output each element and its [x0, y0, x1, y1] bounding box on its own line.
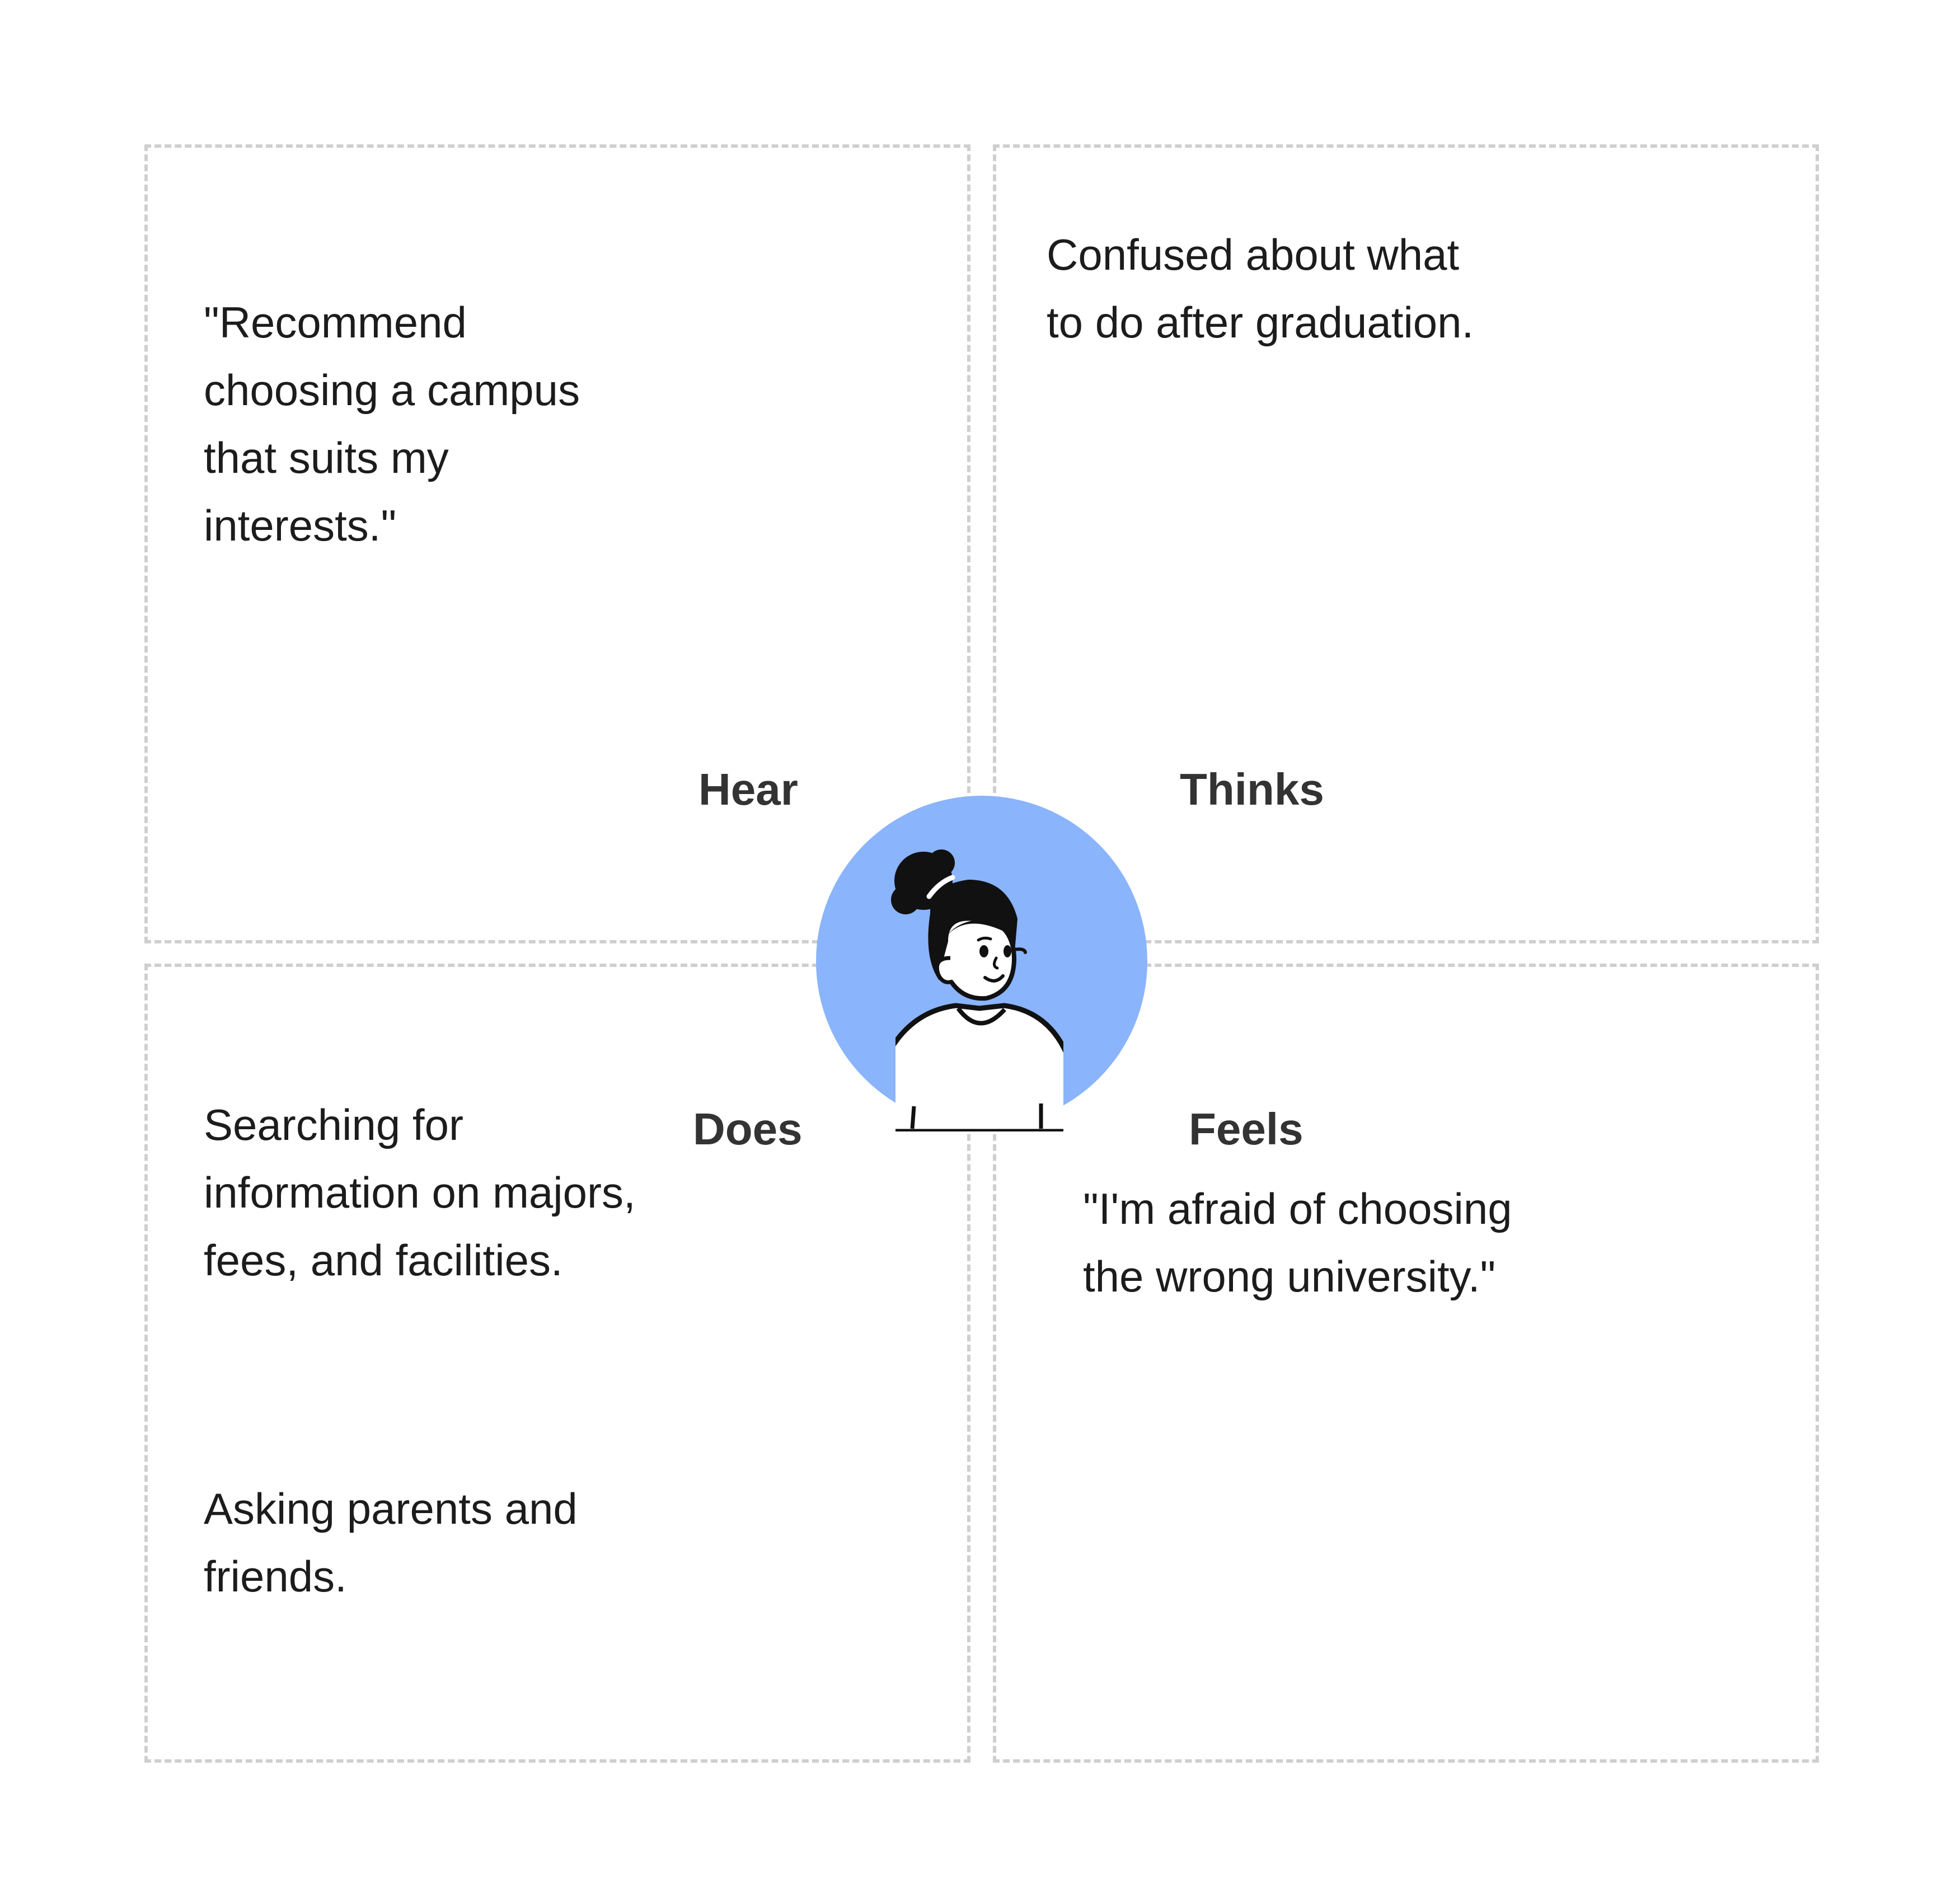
- feels-quadrant: [993, 964, 1819, 1763]
- thinks-quadrant: [993, 144, 1819, 943]
- does-label: Does: [693, 1104, 803, 1154]
- hear-note: "Recommend choosing a campus that suits …: [204, 298, 580, 550]
- does-quadrant: [144, 964, 970, 1763]
- thinks-note: Confused about what to do after graduati…: [1047, 230, 1474, 347]
- thinks-label: Thinks: [1180, 764, 1324, 814]
- hear-quadrant: [144, 144, 970, 943]
- feels-note: "I'm afraid of choosing the wrong univer…: [1083, 1184, 1512, 1301]
- does-note-2: Asking parents and friends.: [204, 1484, 578, 1601]
- person-illustration-icon: [816, 796, 1147, 1131]
- feels-label: Feels: [1189, 1104, 1303, 1154]
- persona-avatar: [806, 790, 1153, 1131]
- does-note-1: Searching for information on majors, fee…: [204, 1100, 636, 1285]
- hear-label: Hear: [698, 764, 798, 814]
